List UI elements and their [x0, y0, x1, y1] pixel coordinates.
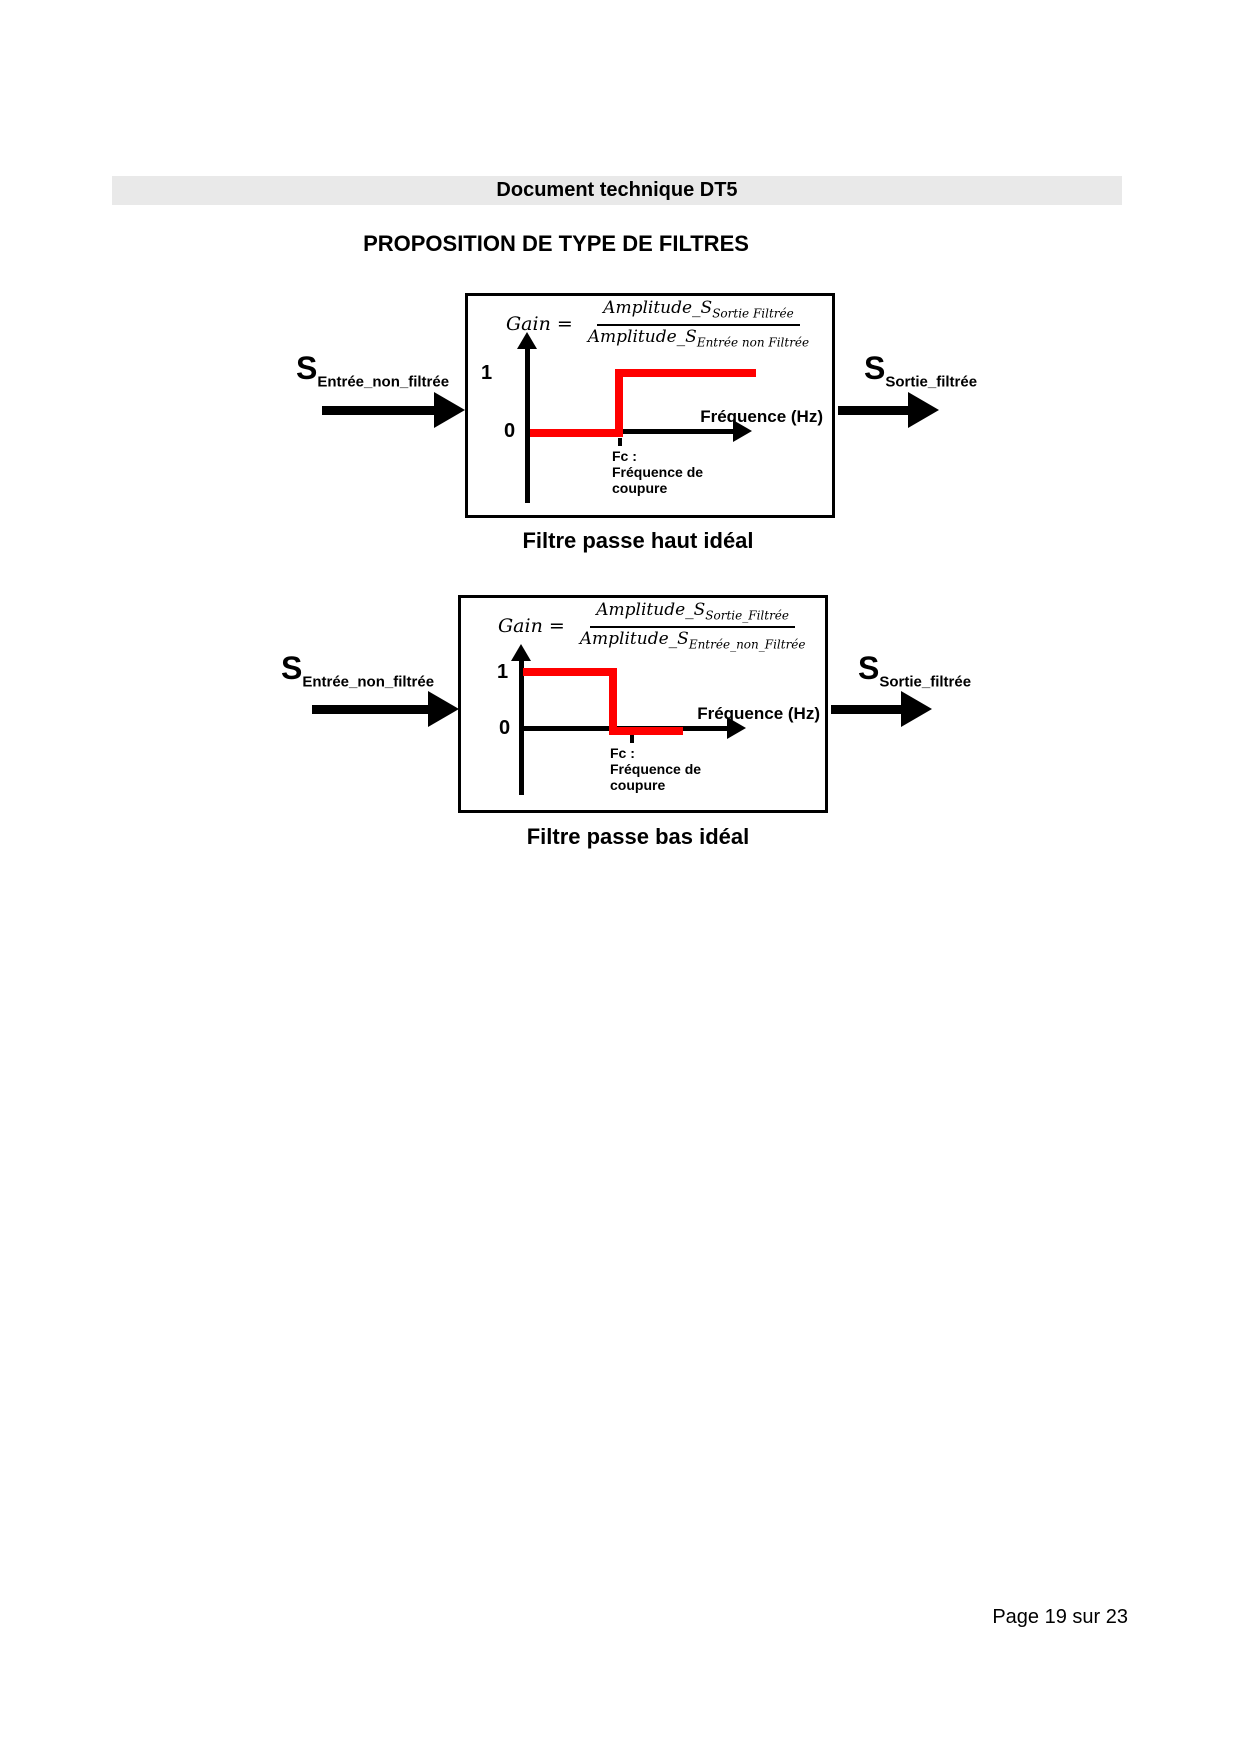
- denominator-main: Amplitude_S: [587, 326, 697, 347]
- signal-subscript: Sortie_filtrée: [879, 673, 972, 691]
- input-arrow-head-icon: [434, 392, 465, 428]
- cutoff-label-line: Fc :: [610, 745, 635, 761]
- header-band-label: Document technique DT5: [496, 179, 738, 201]
- gain-formula: Gain = Amplitude_SSortie_Filtrée Amplitu…: [498, 601, 812, 651]
- denominator-main: Amplitude_S: [579, 628, 689, 649]
- page-title: PROPOSITION DE TYPE DE FILTRES: [363, 231, 749, 256]
- signal-subscript: Entrée_non_filtrée: [302, 673, 435, 691]
- formula-numerator: Amplitude_SSortie Filtrée: [597, 299, 800, 326]
- cutoff-label-line: Fréquence de: [612, 464, 704, 480]
- gain-curve-low-segment: [530, 429, 623, 437]
- y-tick-0: 0: [504, 420, 516, 442]
- x-axis: [527, 429, 735, 434]
- input-arrow-head-icon: [428, 691, 459, 727]
- input-arrow-shaft: [312, 705, 429, 714]
- x-axis-arrow-icon: [733, 420, 752, 442]
- formula-denominator: Amplitude_SEntrée non Filtrée: [582, 326, 815, 350]
- output-arrow-head-icon: [908, 392, 939, 428]
- y-tick-0: 0: [499, 717, 511, 739]
- cutoff-label-line: Fc :: [612, 448, 637, 464]
- formula-fraction: Amplitude_SSortie_Filtrée Amplitude_SEnt…: [574, 601, 812, 651]
- header-band: Document technique DT5: [112, 176, 1122, 205]
- x-axis-label: Fréquence (Hz): [700, 407, 823, 426]
- formula-denominator: Amplitude_SEntrée_non_Filtrée: [574, 628, 812, 652]
- gain-curve-high-segment: [615, 369, 756, 377]
- input-arrow-shaft: [322, 406, 435, 415]
- output-arrow-shaft: [831, 705, 902, 714]
- cutoff-label-line: coupure: [610, 777, 666, 793]
- formula-fraction: Amplitude_SSortie Filtrée Amplitude_SEnt…: [582, 299, 815, 349]
- cutoff-label: Fc : Fréquence de coupure: [612, 448, 703, 496]
- output-arrow-head-icon: [901, 691, 932, 727]
- signal-symbol: S: [858, 650, 880, 686]
- cutoff-label-line: Fréquence de: [610, 761, 702, 777]
- x-axis-arrow-icon: [727, 717, 746, 739]
- denominator-subscript: Entrée non Filtrée: [696, 334, 810, 349]
- page-number: Page 19 sur 23: [992, 1606, 1128, 1628]
- formula-lhs: Gain =: [506, 312, 573, 335]
- y-axis-arrow-icon: [517, 332, 537, 349]
- input-signal-label: SEntrée_non_filtrée: [296, 352, 449, 389]
- gain-curve-high-segment: [523, 668, 617, 676]
- high-pass-caption: Filtre passe haut idéal: [522, 528, 754, 553]
- cutoff-label: Fc : Fréquence de coupure: [610, 745, 701, 793]
- numerator-main: Amplitude_S: [603, 298, 713, 318]
- input-signal-label: SEntrée_non_filtrée: [281, 652, 434, 689]
- y-axis: [525, 347, 530, 503]
- y-axis-arrow-icon: [511, 644, 531, 661]
- signal-symbol: S: [281, 650, 303, 686]
- gain-formula: Gain = Amplitude_SSortie Filtrée Amplitu…: [506, 299, 815, 349]
- formula-numerator: Amplitude_SSortie_Filtrée: [590, 600, 796, 628]
- gain-curve-low-segment: [609, 727, 683, 735]
- signal-symbol: S: [296, 350, 318, 386]
- output-signal-label: SSortie_filtrée: [864, 352, 977, 389]
- signal-subscript: Sortie_filtrée: [885, 373, 978, 391]
- gain-curve-step-segment: [609, 668, 617, 735]
- cutoff-label-line: coupure: [612, 480, 668, 496]
- denominator-subscript: Entrée_non_Filtrée: [688, 636, 806, 651]
- numerator-subscript: Sortie_Filtrée: [705, 608, 790, 623]
- low-pass-caption: Filtre passe bas idéal: [526, 824, 750, 849]
- output-signal-label: SSortie_filtrée: [858, 652, 971, 689]
- signal-subscript: Entrée_non_filtrée: [317, 373, 450, 391]
- numerator-subscript: Sortie Filtrée: [712, 306, 794, 321]
- y-tick-1: 1: [481, 362, 493, 384]
- signal-symbol: S: [864, 350, 886, 386]
- gain-curve-step-segment: [615, 369, 623, 437]
- formula-lhs: Gain =: [498, 614, 565, 637]
- output-arrow-shaft: [838, 406, 909, 415]
- cutoff-tick: [618, 438, 622, 446]
- y-tick-1: 1: [497, 661, 509, 683]
- numerator-main: Amplitude_S: [596, 600, 706, 620]
- x-axis-label: Fréquence (Hz): [697, 704, 820, 723]
- cutoff-tick: [630, 735, 634, 743]
